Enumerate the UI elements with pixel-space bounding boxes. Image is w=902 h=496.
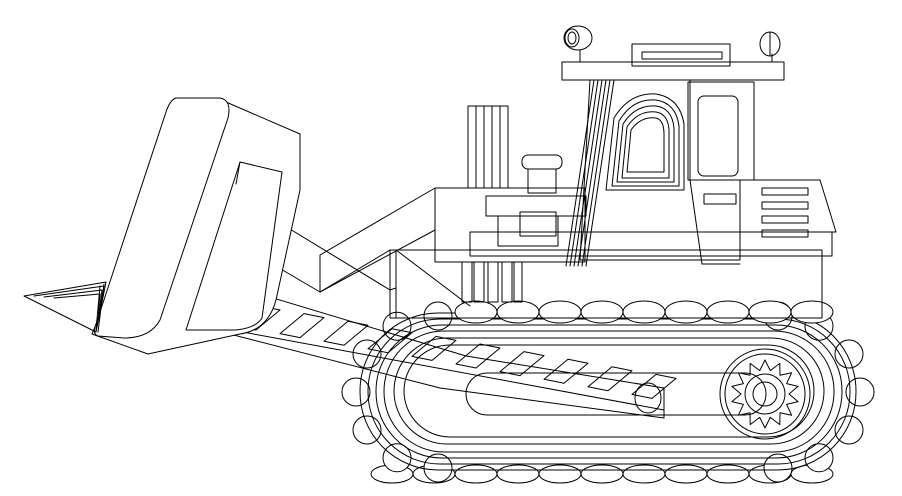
track-grouser [790, 300, 834, 324]
side-window [697, 95, 739, 177]
carrier-rollers [454, 300, 834, 324]
arm-hatch-slot [323, 320, 369, 346]
blade-opening [185, 161, 283, 331]
track-grouser [664, 464, 708, 484]
left-beacon-light-icon [563, 25, 593, 63]
track-grouser [706, 464, 750, 484]
engine-hood [434, 187, 586, 263]
track-grouser [706, 300, 750, 324]
track-grouser [622, 300, 666, 324]
track-grouser [622, 464, 666, 484]
arm-hatch-slot [279, 313, 325, 339]
track-frame [465, 372, 767, 416]
track-grouser [538, 300, 582, 324]
side-vent [703, 193, 737, 205]
operator-cab [561, 25, 785, 267]
hydraulic-cylinders [461, 261, 523, 303]
track-grouser [580, 300, 624, 324]
track-grouser [454, 300, 498, 324]
track-grouser [763, 453, 793, 483]
hood-top-panel [485, 195, 587, 217]
cab-roof [561, 61, 785, 81]
track-grouser [454, 464, 498, 484]
track-grouser [423, 301, 453, 331]
lower-frame [389, 249, 823, 319]
track-grouser [496, 300, 540, 324]
arm-hatch-slot [411, 335, 457, 361]
blade-front-face [93, 97, 230, 339]
sprocket-wheel [719, 348, 811, 440]
roof-sign [631, 43, 731, 67]
arm-hatch-slot [455, 343, 501, 369]
dozer-blade [23, 97, 301, 355]
lift-strut [319, 187, 436, 293]
hood-inner-panel [519, 211, 557, 237]
arm-hatch-slot [499, 351, 545, 377]
cab-door-window [605, 93, 685, 191]
air-intake [521, 154, 563, 194]
track-grouser [580, 464, 624, 484]
arm-hatch-slot [587, 366, 633, 392]
track-assembly [341, 300, 875, 484]
arm-hatch-slot [631, 373, 677, 399]
cab-side-panel [687, 81, 755, 181]
track-grouser [423, 453, 453, 483]
blade-cutting-edge [23, 281, 107, 333]
deck-frame [469, 231, 833, 257]
track-grouser [845, 377, 875, 407]
arm-hatch-slot [367, 328, 413, 354]
track-loops [359, 312, 857, 471]
track-grouser [341, 377, 371, 407]
track-grouser [748, 300, 792, 324]
track-grouser [538, 464, 582, 484]
track-grouser [834, 339, 864, 369]
track-grouser [352, 339, 382, 369]
right-beacon-light-icon [759, 31, 781, 63]
track-grouser [664, 300, 708, 324]
idler-hub [634, 382, 662, 414]
cab-front-pillars [565, 79, 615, 267]
track-grouser [496, 464, 540, 484]
track-grouser [382, 311, 412, 341]
hood-panel [497, 215, 559, 247]
rear-grill [739, 179, 837, 238]
roof-sign-inner [641, 51, 723, 60]
arm-hatch-slot [543, 358, 589, 384]
machine-body [261, 105, 837, 319]
exhaust-stack [467, 105, 509, 189]
tilt-brace [261, 211, 397, 291]
